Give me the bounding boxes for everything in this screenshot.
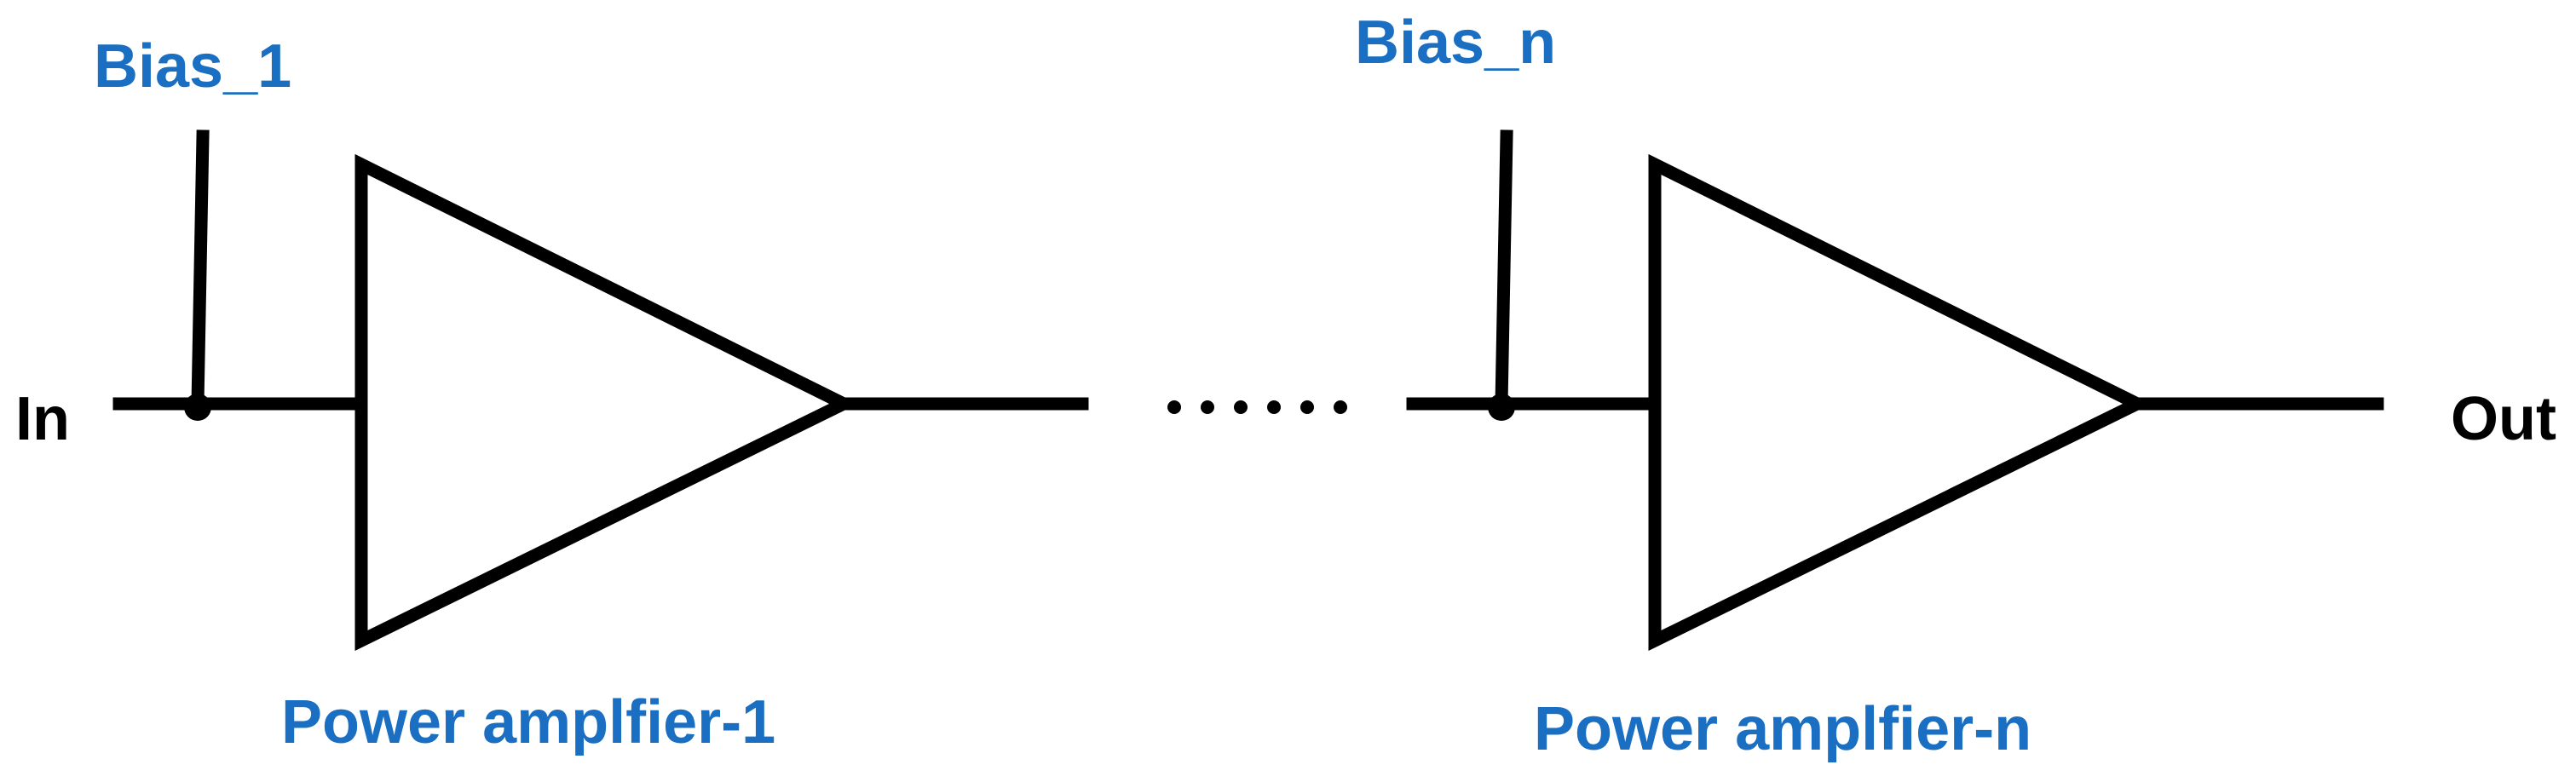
bias-1-wire [191,129,210,411]
bias-1-junction [184,394,211,421]
ellipsis-dot [1167,400,1181,414]
bias-1-label: Bias_1 [94,32,291,101]
ellipsis-dot [1334,400,1347,414]
ellipsis-dot [1234,400,1248,414]
power-amplifier-1-symbol [354,153,858,652]
power-amplifier-n-symbol [1648,153,2152,652]
continuation-dots [1167,400,1347,414]
ellipsis-dot [1267,400,1281,414]
ellipsis-dot [1300,400,1314,414]
stage-n: Bias_n Power amplfier-n [1355,9,2384,763]
input-label: In [15,385,70,453]
power-amplifier-n-label: Power amplfier-n [1534,695,2031,763]
stage-1: Bias_1 Power amplfier-1 [94,32,1089,756]
output-label: Out [2451,385,2556,453]
ellipsis-dot [1201,400,1214,414]
bias-n-wire [1495,129,1513,411]
power-amplifier-1-label: Power amplfier-1 [281,688,775,756]
bias-n-junction [1488,394,1515,421]
bias-n-label: Bias_n [1355,9,1556,77]
